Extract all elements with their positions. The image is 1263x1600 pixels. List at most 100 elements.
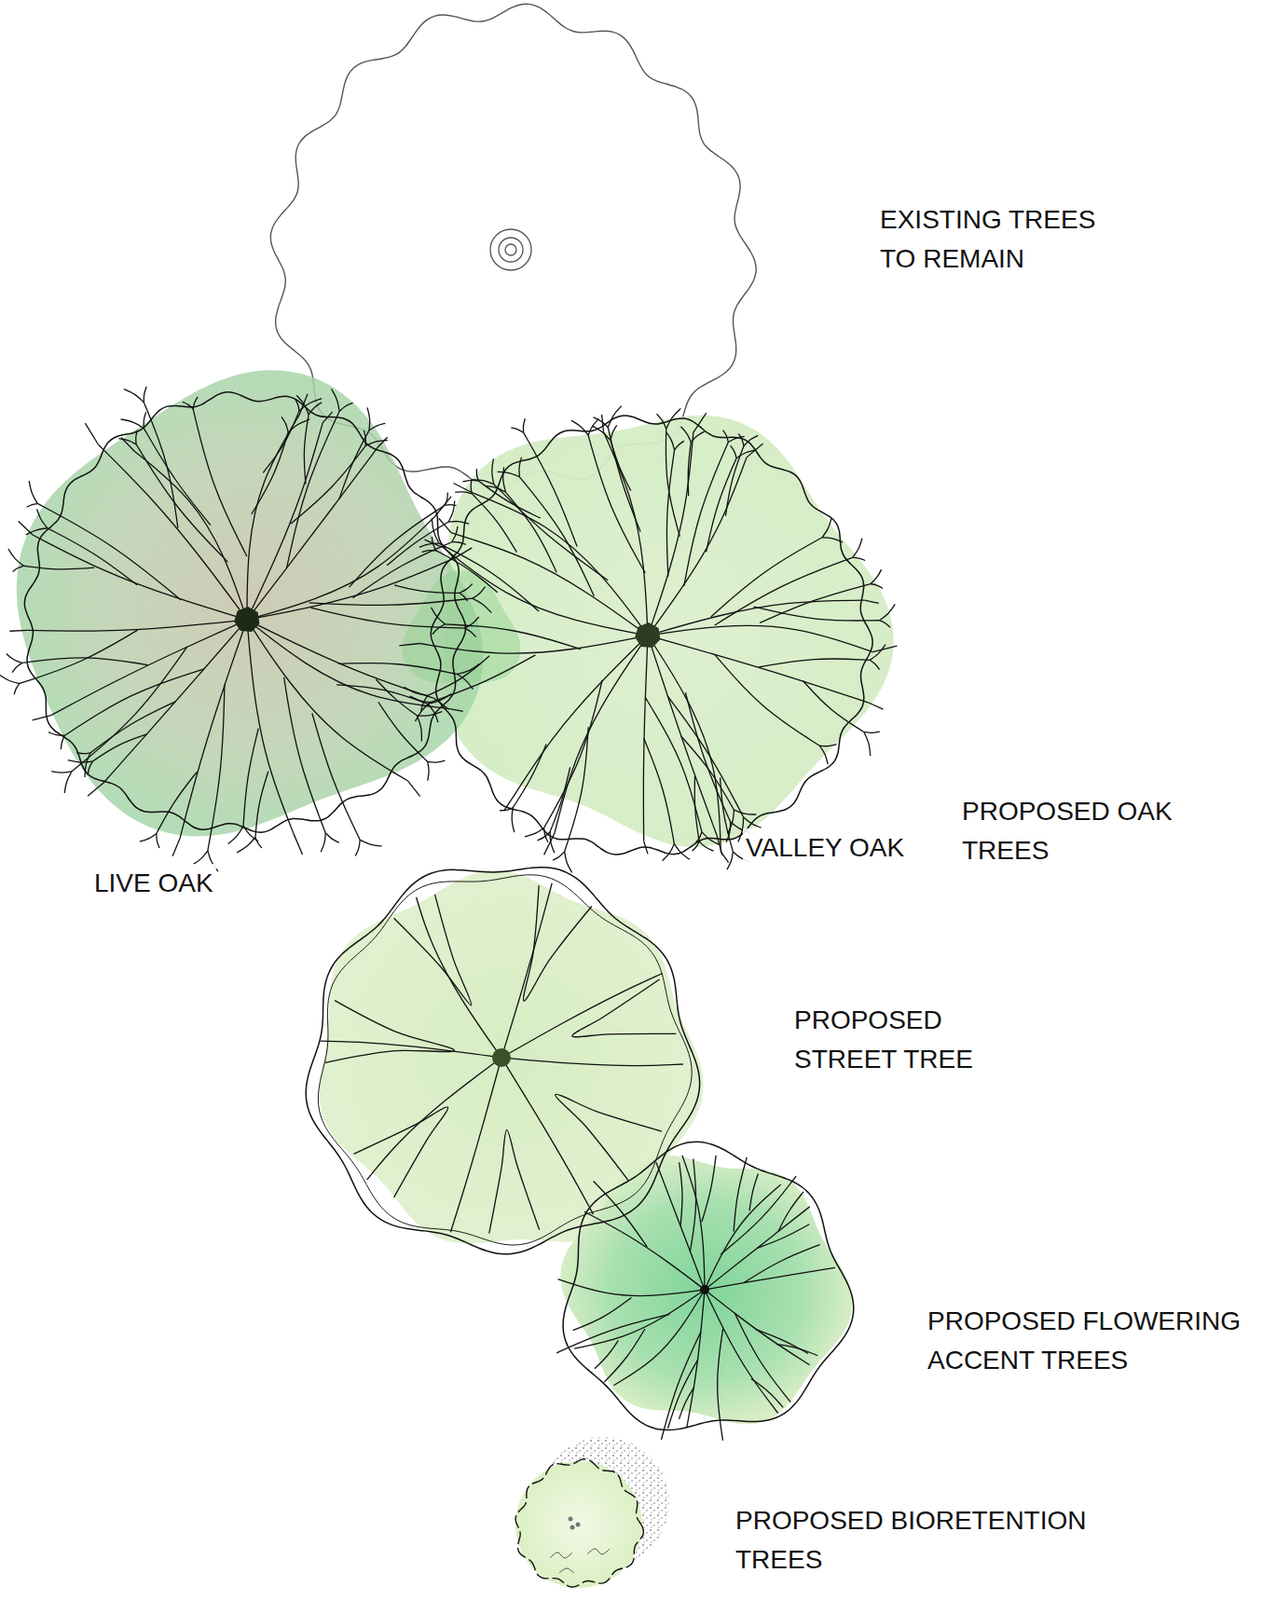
twig-stroke <box>322 411 332 424</box>
branch-stroke <box>247 423 323 620</box>
branch-stroke <box>65 669 205 736</box>
twig-stroke <box>662 843 675 861</box>
twig-stroke <box>701 832 720 846</box>
species-label: VALLEY OAK <box>742 828 907 868</box>
twig-stroke <box>453 483 472 494</box>
branch-stroke <box>451 533 648 636</box>
twig-stroke <box>464 628 476 638</box>
live-oak-trunk <box>233 606 260 632</box>
twig-stroke <box>733 809 756 815</box>
branch-stroke <box>554 635 648 834</box>
branch-stroke <box>711 537 823 618</box>
twig-stroke <box>416 715 422 742</box>
twig-stroke <box>872 645 897 652</box>
twig-stroke <box>666 408 682 429</box>
branch-stroke <box>756 1224 810 1250</box>
branch-stroke <box>735 1314 792 1403</box>
branch-stroke <box>427 656 490 696</box>
twig-stroke <box>359 839 382 847</box>
branch-stroke <box>647 635 721 852</box>
twig-stroke <box>427 760 446 763</box>
twig-stroke <box>472 598 493 613</box>
branch-stroke <box>593 1181 648 1249</box>
twig-stroke <box>472 587 486 600</box>
branch-stroke <box>444 624 581 650</box>
twig-stroke <box>511 808 515 833</box>
flowering-tree-outline <box>562 1141 854 1430</box>
branch-loop <box>555 1094 662 1181</box>
twig-stroke <box>522 418 525 433</box>
branch-stroke <box>679 1162 683 1226</box>
existing-trunk-ring <box>498 237 523 262</box>
existing-trunk-ring <box>505 244 517 256</box>
twig-stroke <box>427 703 439 723</box>
branch-stroke <box>501 1057 594 1215</box>
branch-stroke <box>778 1192 804 1233</box>
legend-label: PROPOSED FLOWERING ACCENT TREES <box>927 1302 1254 1381</box>
branch-stroke <box>523 432 577 547</box>
branch-stroke <box>336 685 428 705</box>
twig-stroke <box>519 457 522 478</box>
branch-stroke <box>679 1386 695 1420</box>
branch-stroke <box>714 557 853 626</box>
twig-stroke <box>64 771 72 794</box>
branch-stroke <box>494 484 608 581</box>
twig-stroke <box>727 809 735 834</box>
branch-stroke <box>47 528 138 586</box>
branch-stroke <box>647 635 717 837</box>
twig-stroke <box>121 437 135 452</box>
canopy-fills <box>16 370 894 1589</box>
twig-stroke <box>87 782 104 797</box>
branch-stroke <box>749 1174 758 1212</box>
twig-stroke <box>325 833 340 844</box>
twig-stroke <box>476 468 479 481</box>
twig-stroke <box>536 831 550 841</box>
existing-trunk-ring <box>490 229 532 271</box>
twig-stroke <box>602 414 605 433</box>
flowering-tree-trunk <box>700 1285 710 1295</box>
branch-stroke <box>684 442 729 588</box>
twig-stroke <box>504 798 513 811</box>
branch-stroke <box>51 619 248 716</box>
bioretention-dot <box>570 1525 576 1531</box>
twig-stroke <box>819 744 837 747</box>
branch-stroke <box>501 883 552 1058</box>
branch-stroke <box>667 696 743 818</box>
branch-stroke <box>706 458 737 553</box>
twig-stroke <box>369 423 385 431</box>
branch-stroke <box>287 411 341 569</box>
twig-stroke <box>439 518 452 533</box>
branch-stroke <box>37 503 181 600</box>
twig-stroke <box>743 435 758 446</box>
branch-loop <box>572 979 677 1038</box>
twig-stroke <box>410 696 431 703</box>
branch-stroke <box>416 897 502 1058</box>
twig-stroke <box>699 841 714 852</box>
branch-stroke <box>134 451 248 620</box>
branch-stroke <box>733 1157 747 1233</box>
twig-stroke <box>870 584 883 590</box>
branch-loop <box>354 1107 449 1198</box>
branch-stroke <box>544 680 604 829</box>
tree-trunks <box>233 606 710 1295</box>
branch-stroke <box>436 550 498 593</box>
branch-stroke <box>704 1207 810 1291</box>
twig-stroke <box>571 420 589 436</box>
branch-stroke <box>759 584 871 624</box>
twig-stroke <box>870 569 882 584</box>
twig-stroke <box>378 437 388 447</box>
branch-stroke <box>656 1162 705 1291</box>
twig-stroke <box>182 401 193 410</box>
branch-stroke <box>378 701 428 762</box>
twig-stroke <box>228 825 244 844</box>
branch-stroke <box>647 635 869 703</box>
twig-stroke <box>743 817 762 828</box>
twig-stroke <box>68 760 94 763</box>
twig-stroke <box>9 630 28 632</box>
twig-stroke <box>503 466 507 493</box>
twig-stroke <box>879 604 896 620</box>
branch-stroke <box>588 435 646 574</box>
twig-stroke <box>120 419 144 429</box>
twig-stroke <box>693 412 707 433</box>
twig-stroke <box>367 407 371 431</box>
